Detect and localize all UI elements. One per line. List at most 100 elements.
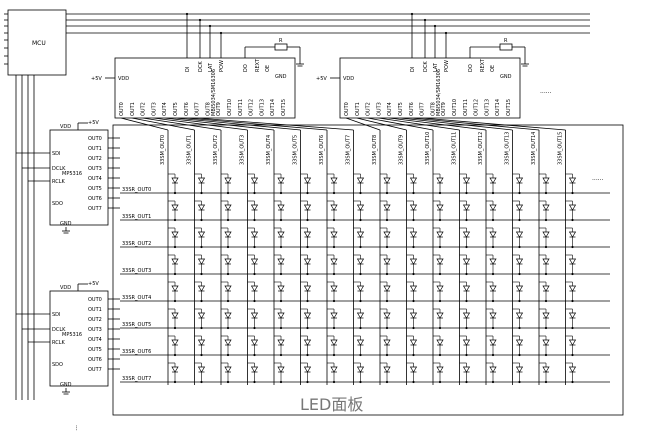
led-triangle — [542, 204, 550, 211]
out-pin-label: OUT6 — [184, 102, 190, 116]
led-diode — [512, 173, 524, 193]
column-feed-wire — [367, 117, 434, 131]
led-triangle — [224, 231, 232, 238]
out-pin-label: OUT3 — [88, 166, 102, 172]
led-triangle — [515, 258, 524, 265]
column-label: 33SM_OUT3 — [240, 135, 246, 165]
junction — [359, 245, 362, 249]
led-diode — [327, 335, 338, 355]
led-diode — [512, 200, 524, 220]
out-pin-label: OUT1 — [88, 307, 102, 313]
out-pin-label: OUT5 — [88, 347, 102, 353]
junction — [571, 272, 574, 276]
row-label: 33SR_OUT3 — [122, 268, 151, 274]
led-diode — [512, 362, 524, 382]
junction — [412, 353, 415, 357]
out-pin-label: OUT4 — [88, 337, 102, 343]
column-feed-wire — [196, 117, 354, 131]
led-diode — [194, 281, 206, 301]
top-pin-label: DI — [410, 67, 416, 72]
junction — [385, 380, 389, 384]
out-pin-label: OUT8 — [205, 102, 211, 116]
led-triangle — [462, 258, 471, 265]
junction — [412, 218, 415, 222]
junction — [253, 272, 256, 276]
led-diode — [274, 308, 285, 328]
led-diode — [486, 308, 497, 328]
junction — [200, 380, 203, 384]
led-triangle — [356, 339, 365, 346]
led-diode — [353, 200, 365, 220]
junction — [219, 31, 223, 35]
led-triangle — [409, 366, 418, 373]
junction — [438, 299, 442, 303]
led-triangle — [542, 258, 550, 265]
junction — [544, 272, 548, 276]
top-pin-label: LAT — [433, 62, 439, 72]
out-pin-label: OUT1 — [130, 102, 136, 116]
junction — [518, 191, 521, 195]
led-triangle — [515, 204, 524, 211]
resistor — [499, 43, 513, 51]
junction — [571, 218, 574, 222]
junction — [571, 299, 574, 303]
led-triangle — [171, 285, 179, 292]
junction — [173, 380, 177, 384]
led-diode — [406, 254, 418, 274]
led-triangle — [462, 312, 471, 319]
led-triangle — [303, 366, 312, 373]
column-label: 33SM_OUT14 — [531, 132, 537, 165]
led-triangle — [489, 231, 497, 238]
out-pin-label: OUT5 — [88, 186, 102, 192]
out-pin-label: OUT9 — [216, 102, 222, 116]
junction — [491, 326, 495, 330]
led-triangle — [489, 204, 497, 211]
junction — [279, 380, 283, 384]
junction — [226, 353, 230, 357]
led-diode — [274, 254, 285, 274]
top-pin-label: LAT — [208, 62, 214, 72]
out-pin-label: OUT9 — [441, 102, 447, 116]
junction — [226, 299, 230, 303]
led-diode — [565, 227, 577, 247]
led-triangle — [303, 177, 312, 184]
top-pin-label: DO — [243, 64, 249, 72]
junction — [306, 299, 309, 303]
out-pin-label: OUT12 — [474, 99, 480, 116]
junction — [306, 380, 309, 384]
led-triangle — [356, 231, 365, 238]
out-pin-label: OUT7 — [88, 367, 102, 373]
led-diode — [247, 227, 259, 247]
led-triangle — [462, 177, 471, 184]
led-triangle — [356, 204, 365, 211]
junction — [412, 380, 415, 384]
led-triangle — [303, 312, 312, 319]
led-diode — [406, 308, 418, 328]
out-pin-label: OUT8 — [430, 102, 436, 116]
out-pin-label: OUT6 — [88, 357, 102, 363]
led-triangle — [462, 204, 471, 211]
led-triangle — [436, 204, 444, 211]
out-pin-label: OUT2 — [88, 317, 102, 323]
top-pin-label: POW — [219, 60, 225, 72]
chip-name: MBI5034/SM16306 — [436, 69, 442, 116]
top-pin-label: DCK — [198, 61, 204, 72]
junction — [359, 218, 362, 222]
led-triangle — [436, 366, 444, 373]
led-diode — [194, 200, 206, 220]
row-label: 33SR_OUT0 — [122, 187, 151, 193]
junction — [198, 18, 202, 22]
led-triangle — [462, 231, 471, 238]
side-driver-chip — [49, 129, 109, 226]
junction — [571, 191, 574, 195]
junction — [465, 353, 468, 357]
junction — [253, 245, 256, 249]
junction — [438, 245, 442, 249]
led-triangle — [330, 339, 338, 346]
led-triangle — [462, 366, 471, 373]
led-diode — [194, 254, 206, 274]
out-pin-label: OUT12 — [249, 99, 255, 116]
junction — [438, 272, 442, 276]
junction — [518, 380, 521, 384]
led-diode — [300, 362, 312, 382]
